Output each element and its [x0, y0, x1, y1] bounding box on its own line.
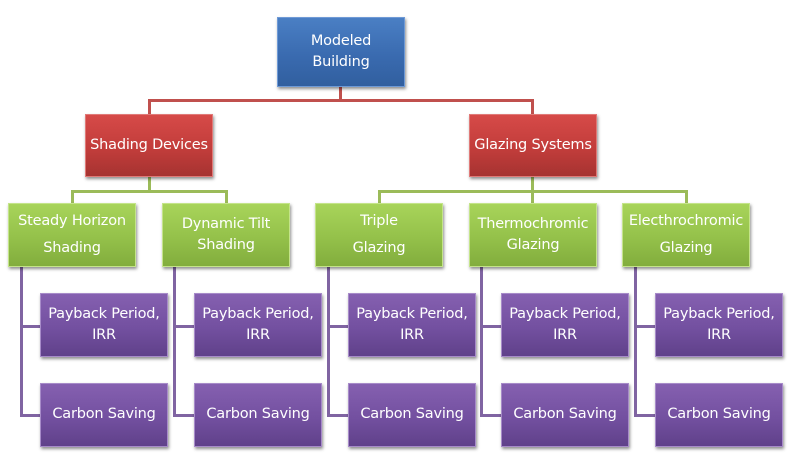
node-label: Carbon Saving: [667, 406, 771, 423]
node-label-line2: Glazing: [659, 240, 713, 256]
node-label-line2: Glazing: [352, 240, 406, 256]
node-label: Carbon Saving: [52, 406, 156, 423]
node-label-line1: Payback Period,: [663, 305, 775, 322]
connector-shading-bar: [71, 190, 228, 193]
node-thermochromic-glazing[interactable]: Thermochromic Glazing: [469, 203, 597, 267]
connector-metrics-electrochromic-h1: [634, 325, 655, 328]
node-triple-glazing[interactable]: Triple Glazing: [315, 203, 443, 267]
node-label-line2: IRR: [553, 327, 577, 343]
node-label-line2: IRR: [246, 327, 270, 343]
connector-glazing-stem: [531, 177, 534, 191]
node-steady-horizon-shading[interactable]: Steady Horizon Shading: [8, 203, 136, 267]
connector-metrics-dynamic-h1: [173, 325, 194, 328]
node-label-line2: Shading: [197, 237, 255, 253]
connector-to-triple: [378, 190, 381, 203]
node-label-line1: Thermochromic: [477, 215, 589, 232]
node-payback-dynamic[interactable]: Payback Period, IRR: [194, 293, 322, 357]
connector-metrics-thermochromic: [480, 267, 483, 417]
node-modeled-building[interactable]: Modeled Building: [277, 17, 405, 87]
node-label-line1: Payback Period,: [509, 305, 621, 322]
node-dynamic-tilt-shading[interactable]: Dynamic Tilt Shading: [162, 203, 290, 267]
connector-root-stem: [339, 87, 342, 101]
connector-metrics-electrochromic: [634, 267, 637, 417]
node-label-line1: Dynamic Tilt: [181, 215, 271, 232]
node-label-line1: Payback Period,: [48, 305, 160, 322]
node-label-line1: Triple: [360, 212, 398, 229]
node-carbon-thermochromic[interactable]: Carbon Saving: [501, 383, 629, 447]
node-carbon-dynamic[interactable]: Carbon Saving: [194, 383, 322, 447]
connector-shading-stem: [148, 177, 151, 191]
node-carbon-steady[interactable]: Carbon Saving: [40, 383, 168, 447]
connector-to-steady: [71, 190, 74, 203]
connector-to-thermochromic: [531, 190, 534, 203]
node-label-line2: IRR: [400, 327, 424, 343]
node-glazing-systems[interactable]: Glazing Systems: [469, 114, 597, 177]
connector-root-bar: [148, 99, 534, 102]
connector-metrics-thermochromic-h2: [480, 414, 501, 417]
node-payback-steady[interactable]: Payback Period, IRR: [40, 293, 168, 357]
connector-metrics-triple-h1: [327, 325, 348, 328]
node-label: Carbon Saving: [513, 406, 617, 423]
connector-to-electrochromic: [685, 190, 688, 203]
node-label-line2: IRR: [92, 327, 116, 343]
node-label-line2: IRR: [707, 327, 731, 343]
connector-metrics-triple: [327, 267, 330, 417]
node-label-line2: Shading: [43, 240, 101, 256]
connector-metrics-steady-h1: [20, 325, 40, 328]
connector-to-dynamic: [225, 190, 228, 203]
node-carbon-triple[interactable]: Carbon Saving: [348, 383, 476, 447]
node-label: Carbon Saving: [360, 406, 464, 423]
node-label-line2: Glazing: [506, 237, 560, 253]
connector-metrics-dynamic: [173, 267, 176, 417]
node-label-line2: Building: [312, 54, 370, 70]
node-payback-triple[interactable]: Payback Period, IRR: [348, 293, 476, 357]
connector-metrics-steady: [20, 267, 23, 417]
connector-metrics-electrochromic-h2: [634, 414, 655, 417]
node-label-line1: Modeled: [310, 32, 372, 49]
node-label-line1: Electhrochromic: [628, 212, 744, 229]
node-payback-thermochromic[interactable]: Payback Period, IRR: [501, 293, 629, 357]
node-shading-devices[interactable]: Shading Devices: [85, 114, 213, 177]
connector-to-shading: [148, 99, 151, 114]
node-label: Glazing Systems: [474, 136, 592, 153]
node-label-line1: Payback Period,: [356, 305, 468, 322]
connector-to-glazing: [531, 99, 534, 114]
connector-metrics-thermochromic-h1: [480, 325, 501, 328]
node-payback-electrochromic[interactable]: Payback Period, IRR: [655, 293, 783, 357]
connector-metrics-triple-h2: [327, 414, 348, 417]
node-label: Shading Devices: [90, 136, 208, 153]
node-label: Carbon Saving: [206, 406, 310, 423]
connector-metrics-steady-h2: [20, 414, 40, 417]
node-label-line1: Payback Period,: [202, 305, 314, 322]
node-label-line1: Steady Horizon: [18, 212, 126, 229]
node-electrochromic-glazing[interactable]: Electhrochromic Glazing: [622, 203, 750, 267]
connector-metrics-dynamic-h2: [173, 414, 194, 417]
node-carbon-electrochromic[interactable]: Carbon Saving: [655, 383, 783, 447]
